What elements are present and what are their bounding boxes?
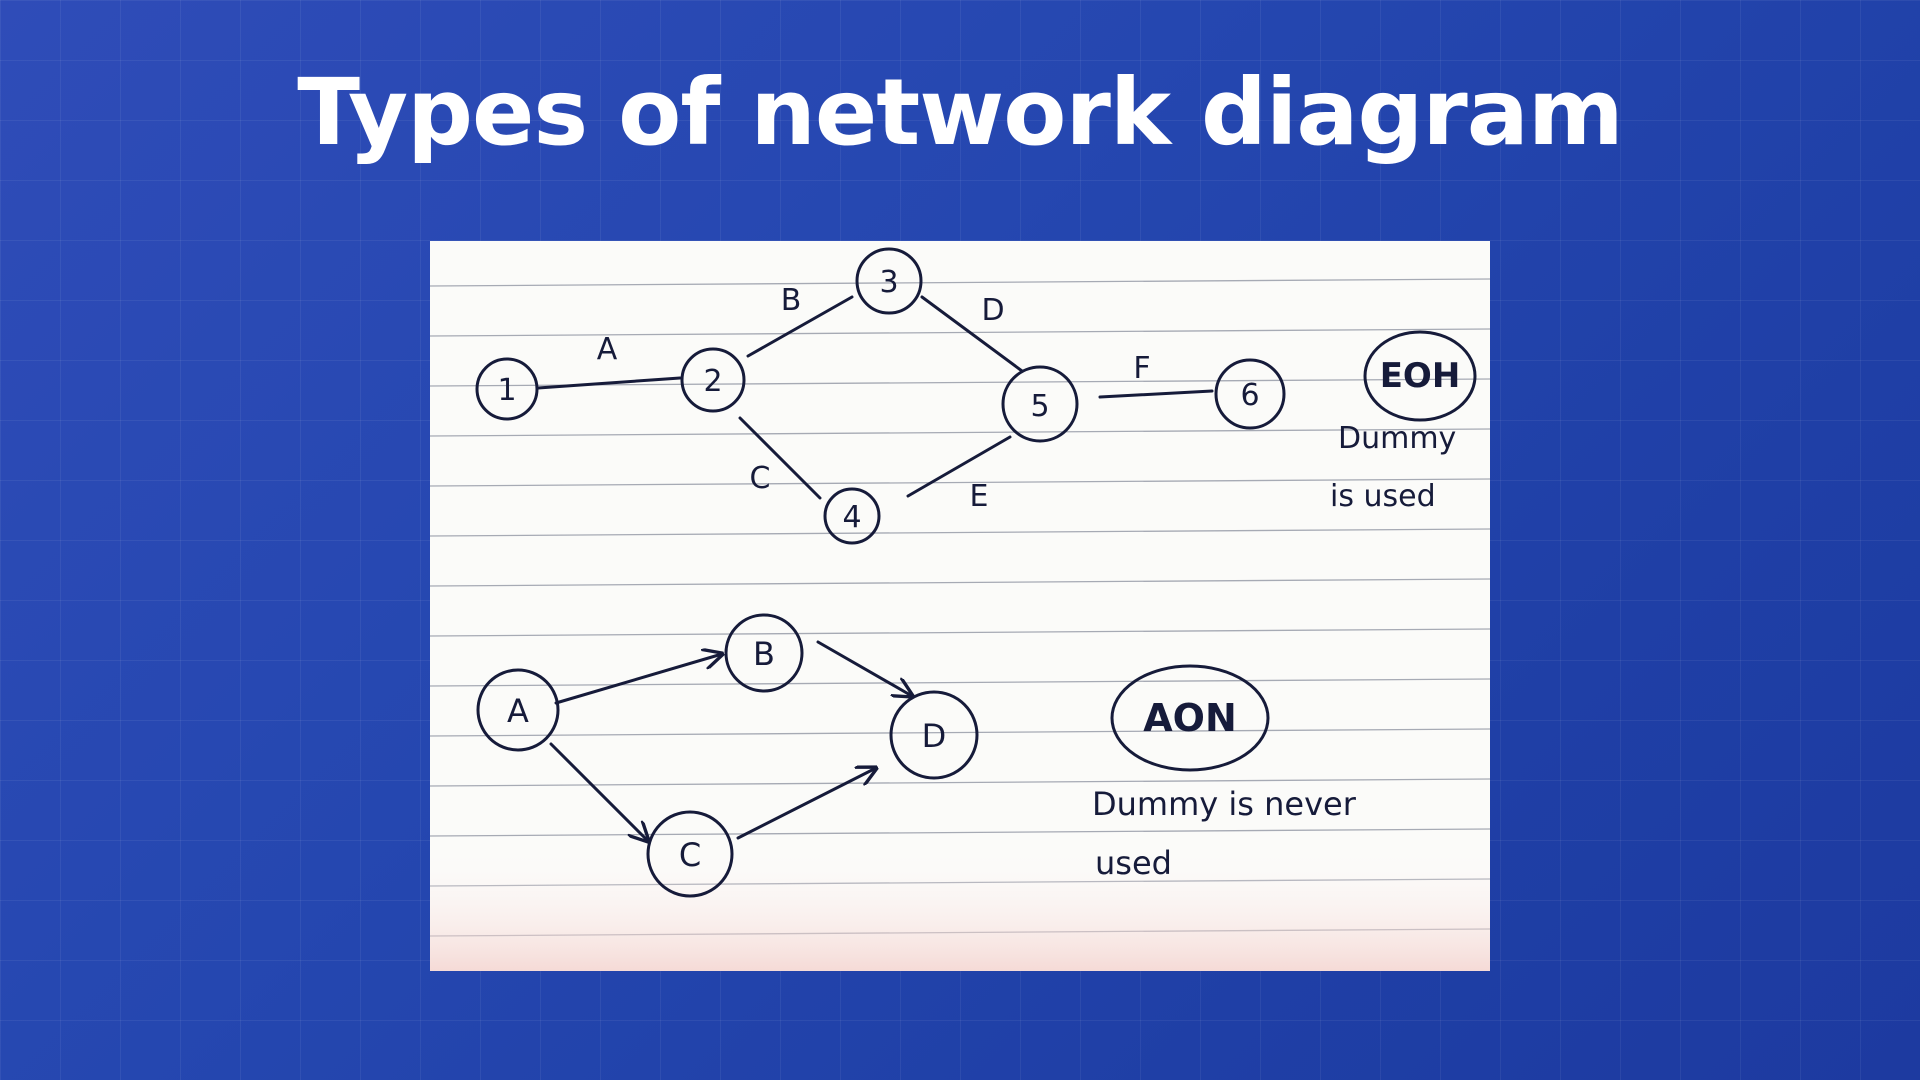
activity-edge-f [1098,389,1214,399]
event-node-1 [475,357,539,421]
aon-note: Dummy is never used [1092,785,1357,882]
aon-node-c-label: C [679,836,701,874]
activity-node-b [724,613,804,693]
eoh-label: EOH [1380,356,1461,396]
node-6-label: 6 [1240,378,1259,413]
event-node-2 [680,347,746,413]
node-2-label: 2 [703,364,722,399]
aon-note-line-2: used [1095,844,1172,882]
dependency-a-to-c [549,742,648,841]
node-3-label: 3 [879,265,898,300]
event-node-6 [1214,358,1286,430]
dependency-a-to-b [554,654,722,705]
paper-shading [430,241,1490,971]
eoh-label-ring [1363,330,1477,422]
activity-edge-a [536,376,682,390]
event-node-5 [1001,365,1079,443]
activity-f-label: F [1133,351,1150,386]
event-node-4 [823,487,881,545]
aon-node-d-label: D [922,717,947,755]
node-4-label: 4 [842,500,861,535]
slide-title: Types of network diagram [297,59,1623,166]
node-1-label: 1 [497,373,516,408]
activity-edge-d [920,295,1024,373]
aon-label: AON [1143,696,1237,740]
activity-node-d [889,690,979,780]
activity-edge-c [738,416,822,500]
node-5-label: 5 [1030,389,1049,424]
aon-label-ring [1110,664,1270,772]
aon-text: A B C D AON [507,635,1237,874]
aon-diagram [476,613,1270,898]
activity-edge-e [906,435,1012,498]
notebook-photo: 1 2 3 4 5 6 A B C D E F EOH Dummy is use… [430,241,1490,971]
activity-node-a [476,668,560,752]
aoa-diagram [475,247,1477,545]
event-node-3 [855,247,923,315]
aoa-note-line-1: Dummy [1338,421,1456,456]
dependency-c-to-d [736,768,876,840]
activity-c-label: C [750,461,771,496]
aon-note-line-1: Dummy is never [1092,785,1357,823]
activity-a-label: A [597,332,618,367]
activity-edge-b [746,295,854,358]
aoa-note-line-2: is used [1330,479,1436,514]
activity-node-c [646,810,734,898]
activity-d-label: D [981,293,1004,328]
activity-e-label: E [970,479,989,514]
aon-node-a-label: A [507,692,529,730]
dependency-b-to-d [816,640,912,696]
aoa-text: 1 2 3 4 5 6 A B C D E F EOH [497,265,1460,535]
activity-b-label: B [781,283,802,318]
network-diagrams-svg: 1 2 3 4 5 6 A B C D E F EOH Dummy is use… [430,241,1490,971]
aoa-note: Dummy is used [1330,421,1456,514]
aon-node-b-label: B [753,635,775,673]
